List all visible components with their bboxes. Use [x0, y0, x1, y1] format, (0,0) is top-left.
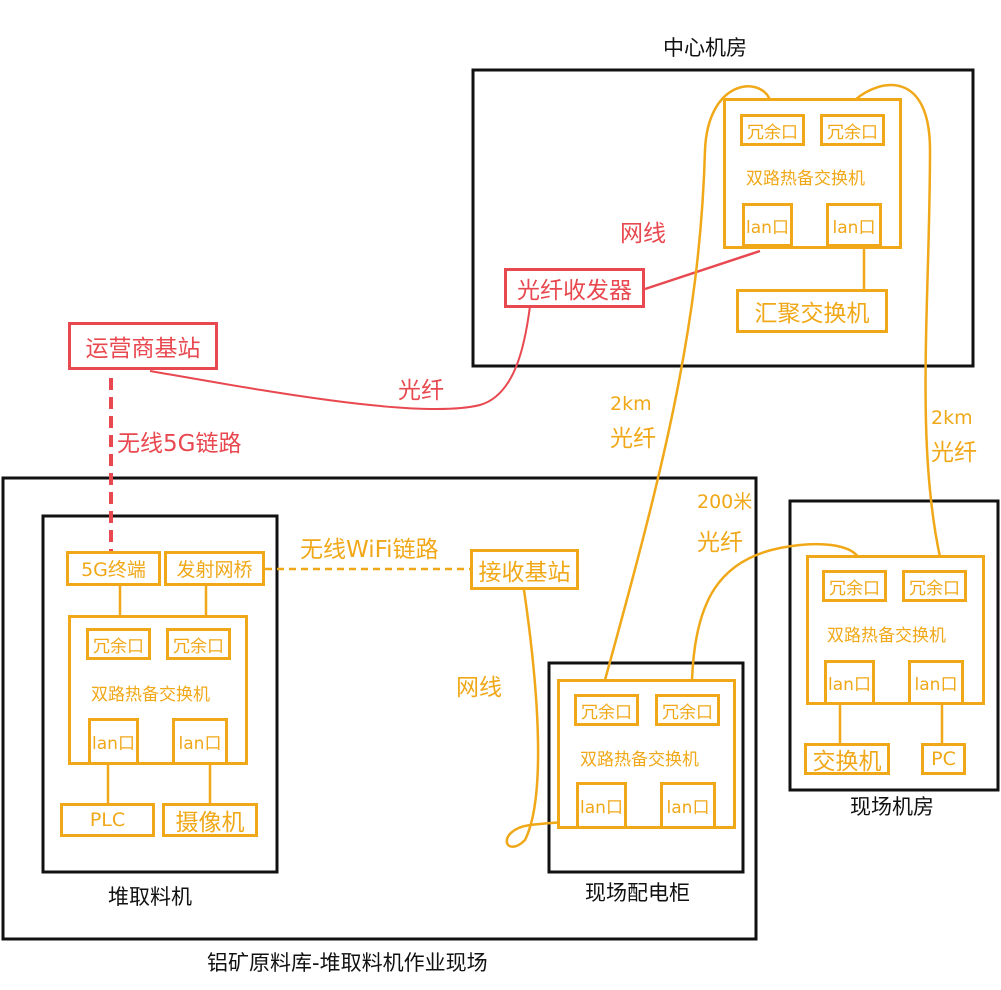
redundant-port: 冗余口	[902, 570, 967, 602]
fiber-200m-distance: 200米	[697, 491, 753, 513]
wifi-link-label: 无线WiFi链路	[300, 537, 439, 563]
fiber-200m-line	[690, 542, 860, 681]
redundant-port: 冗余口	[86, 628, 151, 660]
lan-port: lan口	[576, 782, 627, 829]
fiber-2km-left-distance: 2km	[610, 393, 652, 415]
field-room-label: 现场机房	[850, 795, 934, 819]
redundant-port: 冗余口	[822, 570, 887, 602]
plc: PLC	[60, 803, 155, 837]
rx-lan-line	[505, 589, 583, 848]
center-room-frame	[471, 68, 975, 368]
carrier-station: 运营商基站	[68, 322, 218, 370]
stacker-label: 堆取料机	[108, 885, 192, 909]
stacker-frame	[41, 514, 279, 874]
carrier-fiber-label: 光纤	[398, 378, 444, 404]
lan-port: lan口	[824, 660, 875, 705]
redundant-port: 冗余口	[166, 628, 231, 660]
fiber-2km-right-line	[854, 83, 942, 558]
lan-port: lan口	[826, 203, 882, 247]
field-room-frame	[788, 499, 1000, 792]
terminal-5g: 5G终端	[66, 551, 161, 586]
carrier-fiber-line	[149, 305, 531, 411]
access-switch: 交换机	[804, 743, 890, 775]
switch-title: 双路热备交换机	[746, 169, 865, 189]
switch-title: 双路热备交换机	[580, 750, 699, 770]
site-frame	[1, 476, 758, 941]
camera: 摄像机	[162, 803, 258, 837]
lan-port: lan口	[88, 718, 139, 765]
center-lan-label: 网线	[620, 221, 666, 247]
wireless-5g-label: 无线5G链路	[117, 431, 242, 457]
fiber-transceiver: 光纤收发器	[504, 268, 645, 308]
rx-lan-label: 网线	[456, 675, 502, 701]
fiber-2km-left-line	[603, 85, 772, 681]
site-label: 铝矿原料库-堆取料机作业现场	[207, 951, 488, 975]
center-lan-line	[644, 249, 761, 291]
switch-title: 双路热备交换机	[827, 626, 946, 646]
cabinet-frame	[547, 661, 745, 874]
aggregation-switch: 汇聚交换机	[736, 289, 888, 333]
pc: PC	[921, 743, 966, 775]
cabinet-label: 现场配电柜	[585, 881, 690, 905]
fiber-2km-right-distance: 2km	[931, 407, 973, 429]
lan-port: lan口	[742, 203, 793, 247]
tx-bridge: 发射网桥	[164, 551, 265, 586]
redundant-port: 冗余口	[655, 694, 720, 726]
switch-title: 双路热备交换机	[91, 685, 210, 705]
redundant-port: 冗余口	[820, 114, 885, 146]
fiber-200m-label: 光纤	[697, 530, 743, 556]
lan-port: lan口	[908, 660, 964, 705]
lan-port: lan口	[172, 718, 228, 765]
fiber-2km-right-label: 光纤	[931, 440, 977, 466]
redundant-port: 冗余口	[740, 114, 805, 146]
fiber-2km-left-label: 光纤	[610, 426, 656, 452]
center-room-label: 中心机房	[663, 36, 747, 60]
redundant-port: 冗余口	[574, 694, 639, 726]
rx-station: 接收基站	[470, 549, 579, 590]
lan-port: lan口	[660, 782, 716, 829]
